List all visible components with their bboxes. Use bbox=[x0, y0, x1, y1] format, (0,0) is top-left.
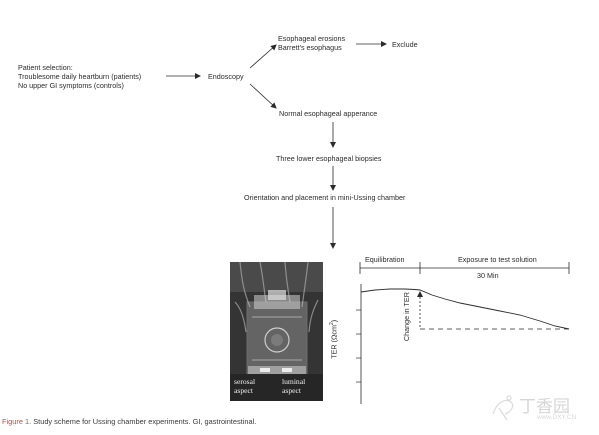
ter-curve bbox=[360, 288, 570, 330]
chamber-illustration bbox=[230, 262, 323, 401]
chart-y-axis-label: TER (Ωcm2) bbox=[328, 320, 339, 359]
serosal-label-line-1: serosal bbox=[234, 377, 256, 386]
exclude-text: Exclude bbox=[392, 40, 418, 49]
ylabel-main: TER (Ωcm bbox=[329, 325, 339, 359]
patient-selection-line-3: No upper GI symptoms (controls) bbox=[18, 81, 124, 91]
normal-appearance-text: Normal esophageal apperance bbox=[279, 109, 378, 118]
dxy-logo-icon bbox=[492, 395, 514, 421]
change-in-ter-label: Change in TER bbox=[401, 292, 411, 342]
luminal-label-line-1: luminal bbox=[282, 377, 306, 386]
erosions-line-2: Barrett's esophagus bbox=[278, 43, 342, 53]
luminal-label-line-2: aspect bbox=[282, 385, 301, 395]
ussing-chamber-photo: serosal aspect luminal aspect bbox=[230, 262, 323, 401]
patient-selection-line-2: Troublesome daily heartburn (patients) bbox=[18, 72, 142, 82]
erosions-text: Esophageal erosions Barrett's esophagus bbox=[278, 34, 345, 52]
figure-caption: Figure 1. Study scheme for Ussing chambe… bbox=[2, 417, 256, 427]
endoscopy-text: Endoscopy bbox=[208, 72, 244, 81]
patient-selection-text: Patient selection: Troublesome daily hea… bbox=[18, 63, 141, 91]
arrow-endoscopy-to-erosions bbox=[249, 44, 277, 69]
luminal-aspect-label: luminal aspect bbox=[282, 377, 306, 395]
serosal-aspect-label: serosal aspect bbox=[234, 377, 256, 395]
patient-selection-line-1: Patient selection: bbox=[18, 63, 73, 72]
duration-label: 30 Min bbox=[477, 271, 499, 280]
exposure-label: Exposure to test solution bbox=[458, 255, 537, 264]
orientation-text: Orientation and placement in mini-Ussing… bbox=[244, 193, 406, 202]
watermark-url: www.DXY.CN bbox=[537, 414, 577, 421]
biopsies-text: Three lower esophageal biopsies bbox=[276, 154, 382, 163]
ter-chart bbox=[356, 262, 570, 404]
erosions-line-1: Esophageal erosions bbox=[278, 34, 346, 43]
dxy-watermark: 丁香园 www.DXY.CN bbox=[485, 388, 595, 428]
serosal-label-line-2: aspect bbox=[234, 385, 253, 395]
y-axis-ticks bbox=[356, 309, 361, 383]
ylabel-superscript: 2 bbox=[329, 322, 336, 326]
watermark-text: 丁香园 bbox=[519, 397, 570, 417]
caption-text: Study scheme for Ussing chamber experime… bbox=[31, 417, 257, 426]
arrow-endoscopy-to-normal bbox=[249, 83, 277, 109]
ylabel-end: ) bbox=[329, 319, 339, 323]
equilibration-label: Equilibration bbox=[365, 255, 405, 264]
figure-number: Figure 1. bbox=[2, 417, 32, 426]
